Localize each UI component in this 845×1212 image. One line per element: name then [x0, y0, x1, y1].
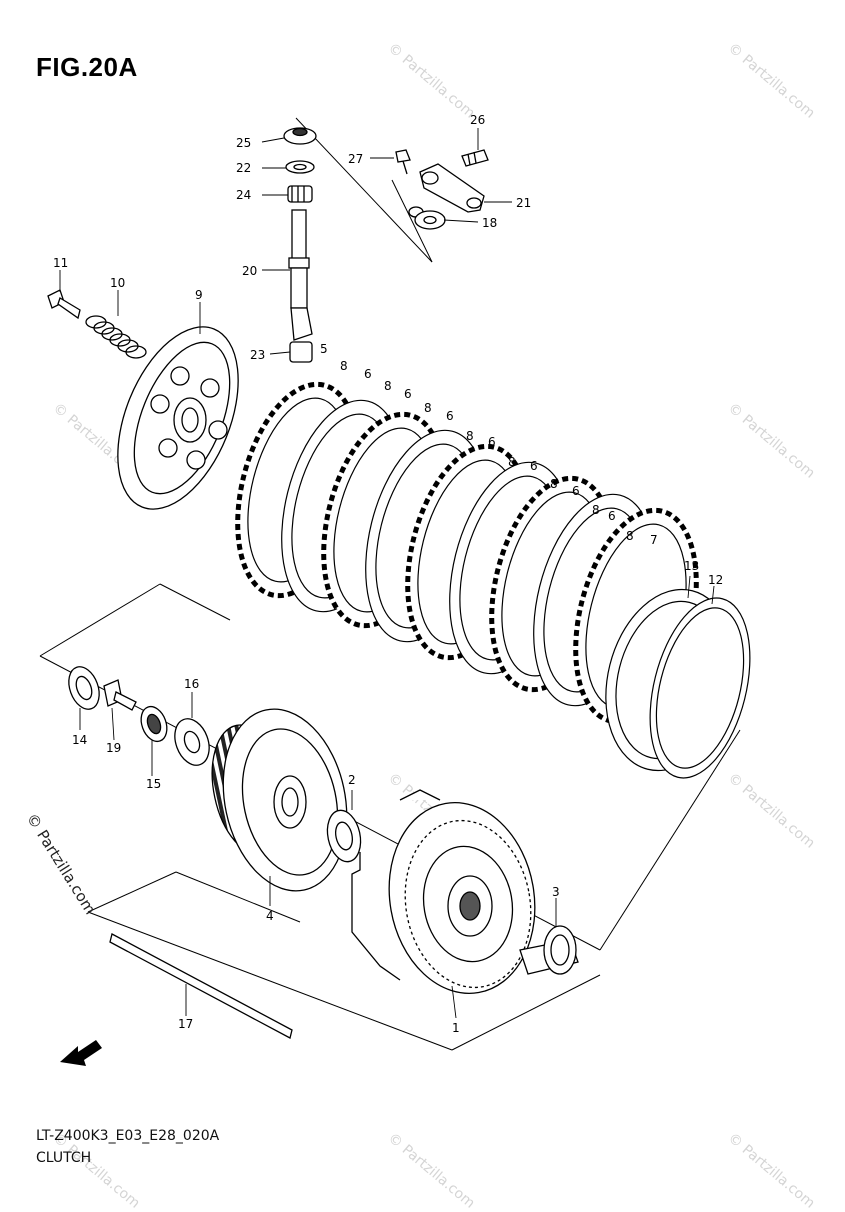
figure-title: FIG.20A — [36, 52, 138, 82]
release-shaft-assembly — [283, 117, 433, 363]
callout-15: 15 — [146, 777, 161, 791]
figure-name: CLUTCH — [36, 1150, 92, 1166]
callout-3: 3 — [552, 885, 560, 899]
callout-21: 21 — [516, 196, 531, 210]
callout-8: 8 — [466, 429, 474, 443]
figure-code: LT-Z400K3_E03_E28_020A — [36, 1128, 220, 1144]
callout-6: 6 — [404, 387, 412, 401]
callout-11: 11 — [53, 256, 68, 270]
callout-18: 18 — [482, 216, 497, 230]
callout-27: 27 — [348, 152, 363, 166]
callout-23: 23 — [250, 348, 265, 362]
callout-6: 6 — [572, 484, 580, 498]
callout-1: 1 — [452, 1021, 460, 1035]
leader-lines — [59, 128, 715, 1019]
lower-small-parts — [68, 666, 210, 766]
callout-4: 4 — [266, 909, 274, 923]
callout-7: 7 — [650, 533, 658, 547]
callout-8: 8 — [340, 359, 348, 373]
callout-6: 6 — [364, 367, 372, 381]
callout-25: 25 — [236, 136, 251, 150]
callout-8: 8 — [550, 477, 558, 491]
callout-6: 6 — [530, 459, 538, 473]
callout-22: 22 — [236, 161, 251, 175]
push-rod — [109, 933, 293, 1039]
fwd-arrow-icon — [60, 1040, 102, 1066]
callout-20: 20 — [242, 264, 257, 278]
callout-19: 19 — [106, 741, 121, 755]
callout-8: 8 — [592, 503, 600, 517]
callout-2: 2 — [348, 773, 356, 787]
pressure-plate-assembly — [47, 289, 239, 510]
callout-6: 6 — [488, 435, 496, 449]
callout-17: 17 — [178, 1017, 193, 1031]
callout-8: 8 — [626, 529, 634, 543]
callout-8: 8 — [508, 455, 516, 469]
callout-24: 24 — [236, 188, 251, 202]
callout-6: 6 — [446, 409, 454, 423]
callout-labels: 25 22 24 20 23 27 26 21 18 11 10 9 5 8 6… — [53, 113, 723, 1035]
callout-12: 12 — [708, 573, 723, 587]
callout-8: 8 — [384, 379, 392, 393]
callout-9: 9 — [195, 288, 203, 302]
callout-26: 26 — [470, 113, 485, 127]
clutch-plate-stack — [235, 381, 751, 779]
callout-14: 14 — [72, 733, 87, 747]
callout-8: 8 — [424, 401, 432, 415]
callout-10: 10 — [110, 276, 125, 290]
clutch-hub — [211, 708, 362, 892]
callout-16: 16 — [184, 677, 199, 691]
callout-5: 5 — [320, 342, 328, 356]
clutch-housing — [351, 789, 579, 995]
callout-13: 13 — [684, 559, 699, 573]
release-arm-assembly — [395, 149, 489, 230]
callout-6: 6 — [608, 509, 616, 523]
